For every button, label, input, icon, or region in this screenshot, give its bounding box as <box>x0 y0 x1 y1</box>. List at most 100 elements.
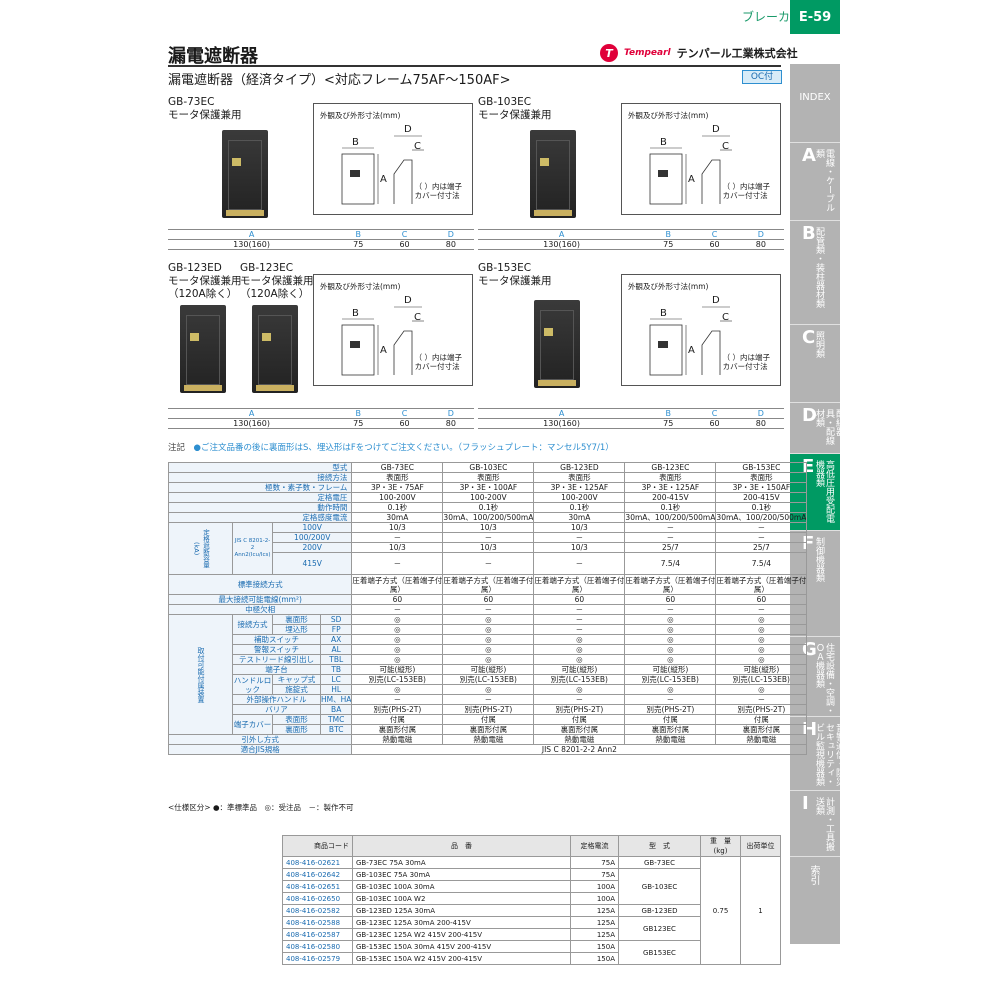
spec-cell: 0.1秒 <box>533 502 626 513</box>
outline-drawing <box>649 306 732 376</box>
spec-cell: ◎ <box>442 614 535 625</box>
dim-label-b: B <box>352 137 359 148</box>
sidebar-text: 音響通信・防災セキュリティ・ビル監視機器類 <box>814 723 844 786</box>
spec-cell: 別売(LC-153EB) <box>533 674 626 685</box>
spec-cell: 警報スイッチ <box>232 644 321 655</box>
spec-cell: 25/7 <box>715 542 808 553</box>
spec-cell: 60 <box>351 594 444 605</box>
dim-label-a: A <box>380 174 387 185</box>
spec-cell: 7.5/4 <box>624 552 717 575</box>
product-code[interactable]: 408-416-02651 <box>282 880 353 893</box>
spec-cell: 3P・3E・125AF <box>624 482 717 493</box>
product-header: 定格電流 <box>570 835 619 857</box>
spec-cell: 裏面形 <box>272 614 321 625</box>
spec-cell: GB-103EC <box>442 462 535 473</box>
spec-cell: FP <box>319 624 353 635</box>
product-code[interactable]: 408-416-02582 <box>282 904 353 917</box>
spec-cell: GB-153EC <box>715 462 808 473</box>
sidebar-letter: C <box>802 327 816 348</box>
spec-cell: 可能(縦形) <box>533 664 626 675</box>
spec-cell: － <box>533 694 626 705</box>
page-number: E-59 <box>790 0 840 34</box>
dim-header: D <box>427 229 474 240</box>
product-type: GB123EC <box>618 916 701 941</box>
product-photo <box>534 300 580 388</box>
dim-label-d: D <box>712 295 720 306</box>
product-type: GB-103EC <box>618 868 701 905</box>
product-code[interactable]: 408-416-02580 <box>282 940 353 953</box>
dim-header: C <box>691 229 738 240</box>
spec-cell: TMC <box>319 714 353 725</box>
outline-drawing <box>341 135 424 205</box>
product-code[interactable]: 408-416-02642 <box>282 868 353 881</box>
spec-cell: 10/3 <box>442 542 535 553</box>
spec-cell: 100-200V <box>351 492 444 503</box>
spec-cell: GB-123ED <box>533 462 626 473</box>
spec-cell: 圧着端子方式（圧着端子付属） <box>715 574 808 595</box>
spec-cell: 415V <box>271 552 353 575</box>
dim-header: D <box>737 229 784 240</box>
rated-current: 125A <box>570 904 619 917</box>
spec-cell: 10/3 <box>533 542 626 553</box>
spec-cell: ◎ <box>442 644 535 655</box>
product-header: 重 量(kg) <box>700 835 741 857</box>
spec-cell: 裏面形付属 <box>351 724 444 735</box>
spec-cell: JIS C 8201-2-2 Ann2 <box>351 744 808 755</box>
rated-current: 75A <box>570 856 619 869</box>
spec-cell: 接続方式 <box>232 614 273 635</box>
spec-cell: 30mA、100/200/500mA <box>715 512 808 523</box>
spec-cell: 60 <box>624 594 717 605</box>
dim-label-c: C <box>414 141 421 152</box>
outline-drawing <box>649 135 732 205</box>
dim-value: 130(160) <box>168 239 336 250</box>
spec-cell: 別売(LC-153EB) <box>715 674 808 685</box>
product-code[interactable]: 408-416-02579 <box>282 952 353 965</box>
spec-cell: － <box>351 694 444 705</box>
dim-header: B <box>645 408 692 419</box>
sidebar-text: 計測・工具搬送類 <box>814 797 834 851</box>
product-code[interactable]: 408-416-02588 <box>282 916 353 929</box>
sidebar-text: 配線器具・配線材類 <box>814 409 844 445</box>
dim-value: 80 <box>427 239 474 250</box>
spec-cell: 3P・3E・75AF <box>351 482 444 493</box>
spec-cell: ◎ <box>351 614 444 625</box>
dim-note: （ ）内は端子カバー付寸法 <box>414 353 462 371</box>
product-code[interactable]: 408-416-02650 <box>282 892 353 905</box>
spec-cell: 引外し方式 <box>167 734 353 745</box>
spec-cell: － <box>442 552 535 575</box>
spec-cell: 圧着端子方式（圧着端子付属） <box>624 574 717 595</box>
product-code[interactable]: 408-416-02621 <box>282 856 353 869</box>
remark: 注記 ●ご注文品番の後に裏面形はS、埋込形はFをつけてご注文ください。（フラッシ… <box>168 443 614 453</box>
spec-cell: 定格感度電流 <box>167 512 353 523</box>
product-header: 出荷単位 <box>740 835 781 857</box>
product-type: GB153EC <box>618 940 701 965</box>
dim-value: 130(160) <box>168 418 336 429</box>
spec-cell: ◎ <box>715 624 808 635</box>
dim-note: （ ）内は端子カバー付寸法 <box>722 353 770 371</box>
page-title: 漏電遮断器 <box>168 46 258 67</box>
index-label[interactable]: INDEX <box>799 92 831 103</box>
sidebar-item-index[interactable]: 索引 <box>790 856 840 940</box>
dim-caption: 外観及び外形寸法(mm) <box>320 282 401 291</box>
spec-cell: ◎ <box>624 614 717 625</box>
spec-cell: 別売(LC-153EB) <box>624 674 717 685</box>
product-code[interactable]: 408-416-02587 <box>282 928 353 941</box>
spec-cell: 0.1秒 <box>442 502 535 513</box>
spec-cell: ハンドルロック <box>232 674 273 695</box>
spec-cell: 裏面形付属 <box>442 724 535 735</box>
